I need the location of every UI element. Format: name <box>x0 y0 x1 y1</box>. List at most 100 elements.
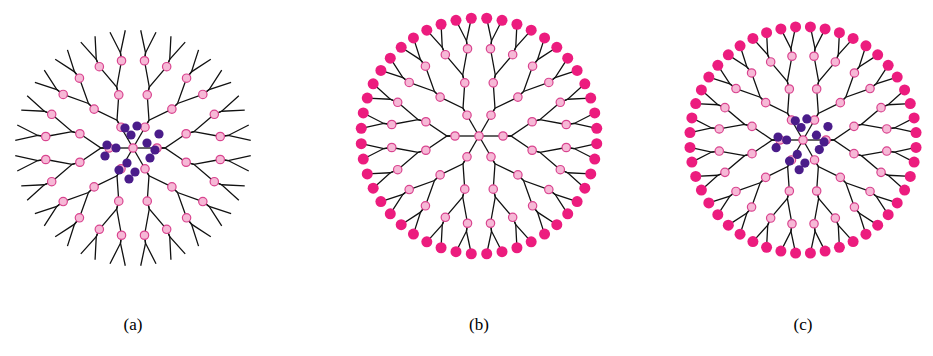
terminal-group <box>356 123 367 134</box>
branch-point <box>514 171 522 179</box>
terminal-group <box>909 112 920 123</box>
terminal-group <box>686 112 697 123</box>
branch-line <box>854 124 887 129</box>
terminal-group <box>436 242 447 253</box>
branch-line <box>840 73 854 103</box>
branch-line <box>719 151 752 156</box>
guest-molecule <box>102 140 111 149</box>
branch-line <box>725 108 752 127</box>
terminal-group <box>421 236 432 247</box>
terminal-group <box>723 220 734 231</box>
branch-point <box>393 98 401 106</box>
terminal-group <box>883 209 894 220</box>
terminal-group <box>684 127 695 138</box>
terminal-group <box>511 19 522 30</box>
branch-point <box>799 136 807 144</box>
branch-line <box>99 67 118 95</box>
guest-molecule <box>793 150 802 159</box>
terminal-group <box>591 138 602 149</box>
branch-point <box>129 144 137 152</box>
branch-line <box>463 49 468 83</box>
branch-line <box>63 94 94 109</box>
branch-line <box>117 61 122 95</box>
branch-line <box>172 187 187 218</box>
guest-molecule <box>120 123 129 132</box>
branch-line <box>518 82 549 97</box>
terminal-group <box>368 183 379 194</box>
terminal-group <box>690 171 701 182</box>
guest-molecule <box>124 174 133 183</box>
branch-line <box>532 102 560 121</box>
branch-point <box>436 93 444 101</box>
branch-point <box>883 147 891 155</box>
terminal-group <box>696 185 707 196</box>
branch-point <box>747 203 755 211</box>
branch-point <box>508 213 516 221</box>
branch-point <box>761 173 769 181</box>
branch-line <box>186 132 220 137</box>
branch-point <box>812 85 820 93</box>
branch-point <box>47 110 55 118</box>
guest-molecule <box>773 133 782 142</box>
branch-line <box>817 62 836 89</box>
branch-point <box>721 168 729 176</box>
branch-point <box>850 69 858 77</box>
branch-line <box>79 78 94 109</box>
branch-point <box>810 52 818 60</box>
branch-point <box>95 225 103 233</box>
terminal-group <box>408 229 419 240</box>
terminal-group <box>466 248 477 259</box>
terminal-group <box>358 107 369 118</box>
branch-line <box>752 73 766 103</box>
branch-point <box>556 165 564 173</box>
branch-point <box>210 177 218 185</box>
branch-point <box>388 120 396 128</box>
branch-point <box>489 79 497 87</box>
branch-point <box>562 143 570 151</box>
branch-point <box>182 74 190 82</box>
terminal-group <box>579 78 590 89</box>
branch-line <box>503 122 532 136</box>
branch-point <box>850 203 858 211</box>
guest-molecule <box>132 121 141 130</box>
branch-point <box>810 156 818 164</box>
branch-point <box>182 158 190 166</box>
branch-point <box>721 103 729 111</box>
terminal-group <box>589 107 600 118</box>
terminal-group <box>396 42 407 53</box>
guest-molecule <box>823 122 832 131</box>
guest-molecule <box>142 138 151 147</box>
terminal-group <box>551 42 562 53</box>
terminal-group <box>684 142 695 153</box>
branch-point <box>216 132 224 140</box>
terminal-group <box>539 32 550 43</box>
branch-line <box>426 136 455 150</box>
branch-point <box>836 98 844 106</box>
branch-point <box>528 118 536 126</box>
branch-point <box>499 132 507 140</box>
branch-point <box>487 111 495 119</box>
terminal-group <box>526 25 537 36</box>
branch-point <box>141 165 149 173</box>
guest-molecule <box>100 151 109 160</box>
guest-molecule <box>782 135 791 144</box>
branch-point <box>162 225 170 233</box>
branch-point <box>59 197 67 205</box>
branch-point <box>42 132 50 140</box>
terminal-group <box>385 208 396 219</box>
guest-molecule <box>812 131 821 140</box>
branch-point <box>475 132 483 140</box>
branch-point <box>556 98 564 106</box>
branch-point <box>788 52 796 60</box>
branch-point <box>451 132 459 140</box>
branch-point <box>76 130 84 138</box>
terminal-group <box>686 157 697 168</box>
dendrimer <box>684 21 921 258</box>
guest-molecule <box>802 114 811 123</box>
terminal-group <box>562 53 573 64</box>
terminal-group <box>712 209 723 220</box>
guest-molecule <box>772 143 781 152</box>
branch-point <box>436 171 444 179</box>
branch-line <box>145 169 149 201</box>
